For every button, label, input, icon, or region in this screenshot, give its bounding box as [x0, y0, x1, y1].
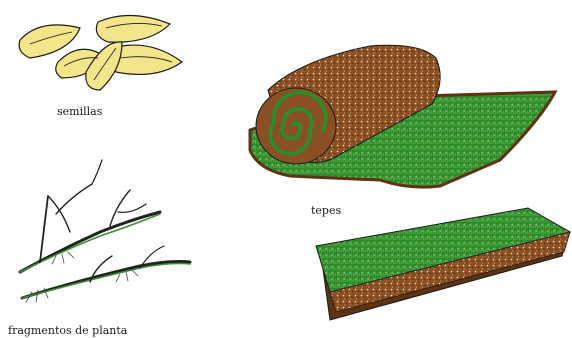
plant-fragments-label: fragmentos de planta	[8, 325, 127, 336]
sod-roll-illustration	[250, 45, 555, 187]
seeds-label: semillas	[57, 106, 102, 117]
sod-slab-illustration	[316, 208, 570, 320]
plant-fragments-illustration	[20, 160, 190, 302]
seeds-illustration	[19, 15, 182, 90]
sod-label: tepes	[311, 205, 341, 216]
